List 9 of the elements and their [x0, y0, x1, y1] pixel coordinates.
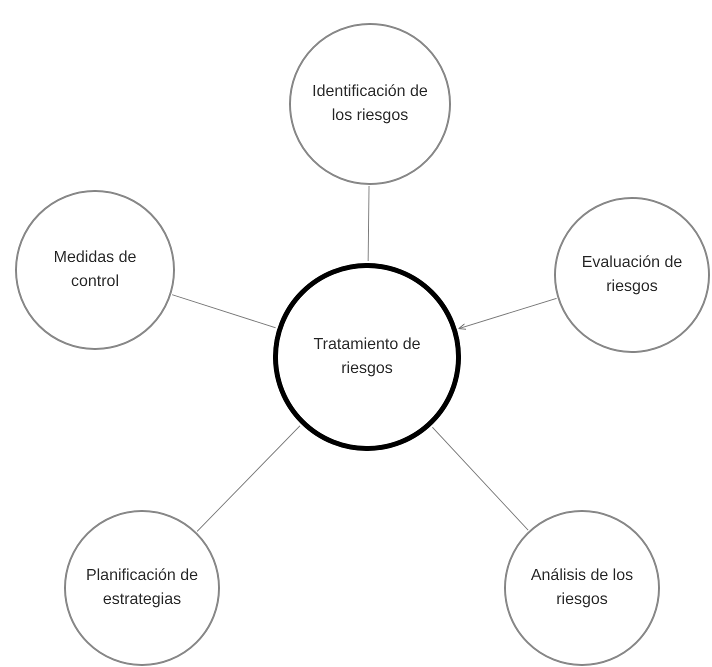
- node-label: Tratamiento de riesgos: [312, 335, 422, 379]
- connector-line: [196, 425, 301, 532]
- node-label: Medidas de control: [52, 248, 138, 292]
- node-label: Evaluación de riesgos: [580, 253, 684, 297]
- node-label: Identificación de los riesgos: [311, 82, 429, 126]
- node-label: Análisis de los riesgos: [530, 566, 634, 610]
- connector-line: [368, 186, 370, 262]
- connector-line: [432, 426, 529, 531]
- node-label: Planificación de estrategias: [84, 566, 200, 610]
